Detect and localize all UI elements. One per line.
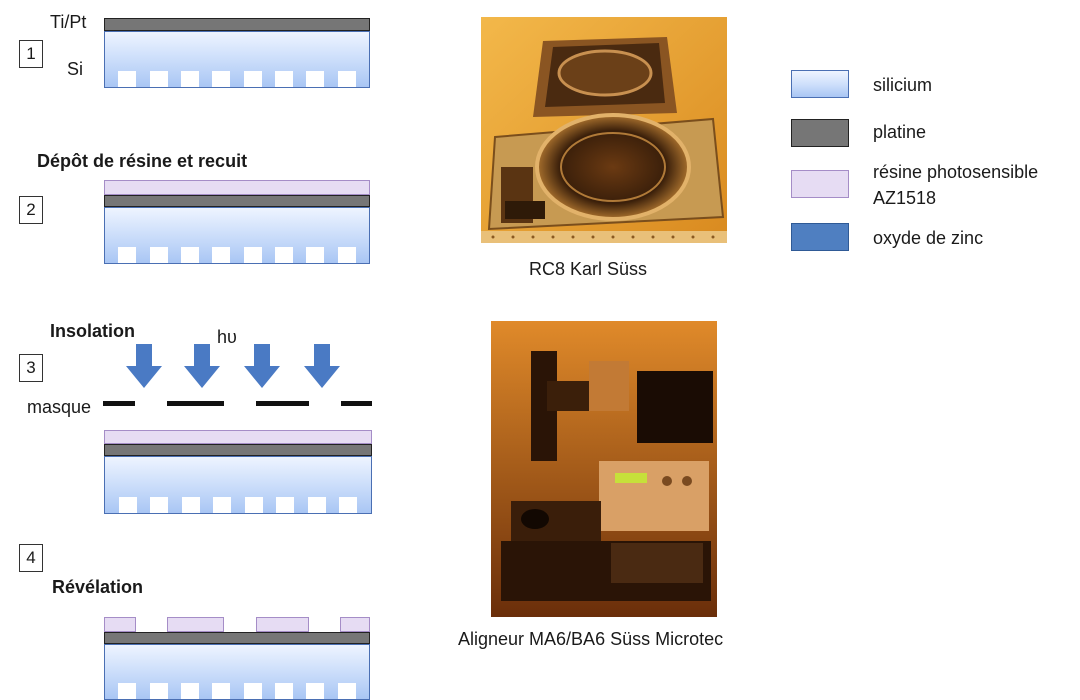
cavity: [243, 71, 262, 87]
substrate-cavities: [105, 67, 369, 87]
substrate-cavities: [105, 493, 371, 513]
cavity: [276, 497, 295, 513]
substrate-cavities: [105, 243, 369, 263]
cavity: [337, 683, 356, 699]
cavity: [213, 497, 232, 513]
step-number-4: 4: [19, 544, 43, 572]
spinner-illustration: [481, 17, 727, 243]
substrate-cavities: [105, 679, 369, 699]
cavity: [212, 71, 231, 87]
cavity: [149, 71, 168, 87]
resin-block: [104, 617, 136, 632]
aligner-caption: Aligneur MA6/BA6 Süss Microtec: [458, 629, 724, 649]
legend-swatch-silicon: [791, 70, 849, 98]
cavity: [306, 683, 325, 699]
mask-segment: [167, 401, 224, 406]
spinner-photo: [481, 17, 727, 243]
cavity: [149, 683, 168, 699]
cavity: [339, 497, 358, 513]
cavity: [306, 71, 325, 87]
cavity: [244, 497, 263, 513]
platinum-layer: [104, 444, 372, 456]
resin-layer: [104, 430, 372, 444]
silicon-substrate: [104, 644, 370, 700]
step-number-2: 2: [19, 196, 43, 224]
legend-label-resin-ref: AZ1518: [873, 188, 937, 208]
cavity: [212, 683, 231, 699]
cavity: [243, 683, 262, 699]
spinner-caption: RC8 Karl Süss: [529, 259, 648, 279]
uv-arrow-icon: [244, 344, 280, 388]
mask-segment: [103, 401, 135, 406]
cavity: [118, 683, 137, 699]
mask-label: masque: [27, 397, 92, 417]
step4-title: Révélation: [52, 577, 144, 597]
cavity: [181, 497, 200, 513]
resin-block: [256, 617, 309, 632]
cavity: [307, 497, 326, 513]
cavity: [118, 497, 137, 513]
silicon-substrate: [104, 207, 370, 264]
cavity: [275, 71, 293, 87]
step-number-1: 1: [19, 40, 43, 68]
cavity: [150, 497, 169, 513]
si-label: Si: [67, 59, 84, 79]
cavity: [243, 247, 262, 263]
cavity: [181, 247, 199, 263]
light-symbol: hυ: [217, 327, 237, 347]
legend-label-silicon: silicium: [873, 75, 933, 95]
platinum-layer: [104, 195, 370, 207]
resin-layer: [104, 180, 370, 195]
platinum-layer: [104, 632, 370, 644]
uv-arrow-icon: [126, 344, 162, 388]
cavity: [337, 71, 356, 87]
tipt-label: Ti/Pt: [50, 12, 87, 32]
legend-label-resin: résine photosensible: [873, 162, 1039, 182]
step3-title: Insolation: [50, 321, 135, 341]
legend-swatch-platinum: [791, 119, 849, 147]
cavity: [212, 247, 231, 263]
platinum-layer: [104, 18, 370, 31]
cavity: [337, 247, 356, 263]
resin-block: [167, 617, 224, 632]
cavity: [275, 683, 293, 699]
cavity: [181, 683, 199, 699]
step2-title: Dépôt de résine et recuit: [37, 151, 248, 171]
aligner-illustration: [491, 321, 717, 617]
cavity: [118, 71, 137, 87]
mask-segment: [341, 401, 372, 406]
cavity: [275, 247, 293, 263]
cavity: [118, 247, 137, 263]
resin-block: [340, 617, 370, 632]
uv-arrow-icon: [304, 344, 340, 388]
uv-arrow-icon: [184, 344, 220, 388]
silicon-substrate: [104, 31, 370, 88]
silicon-substrate: [104, 456, 372, 514]
aligner-photo: [491, 321, 717, 617]
legend-swatch-zinc-oxide: [791, 223, 849, 251]
uv-arrows: [126, 344, 340, 388]
legend-label-zinc-oxide: oxyde de zinc: [873, 228, 984, 248]
cavity: [306, 247, 325, 263]
mask-segment: [256, 401, 309, 406]
cavity: [149, 247, 168, 263]
step-number-3: 3: [19, 354, 43, 382]
legend-swatch-resin: [791, 170, 849, 198]
legend-label-platinum: platine: [873, 122, 927, 142]
cavity: [181, 71, 199, 87]
